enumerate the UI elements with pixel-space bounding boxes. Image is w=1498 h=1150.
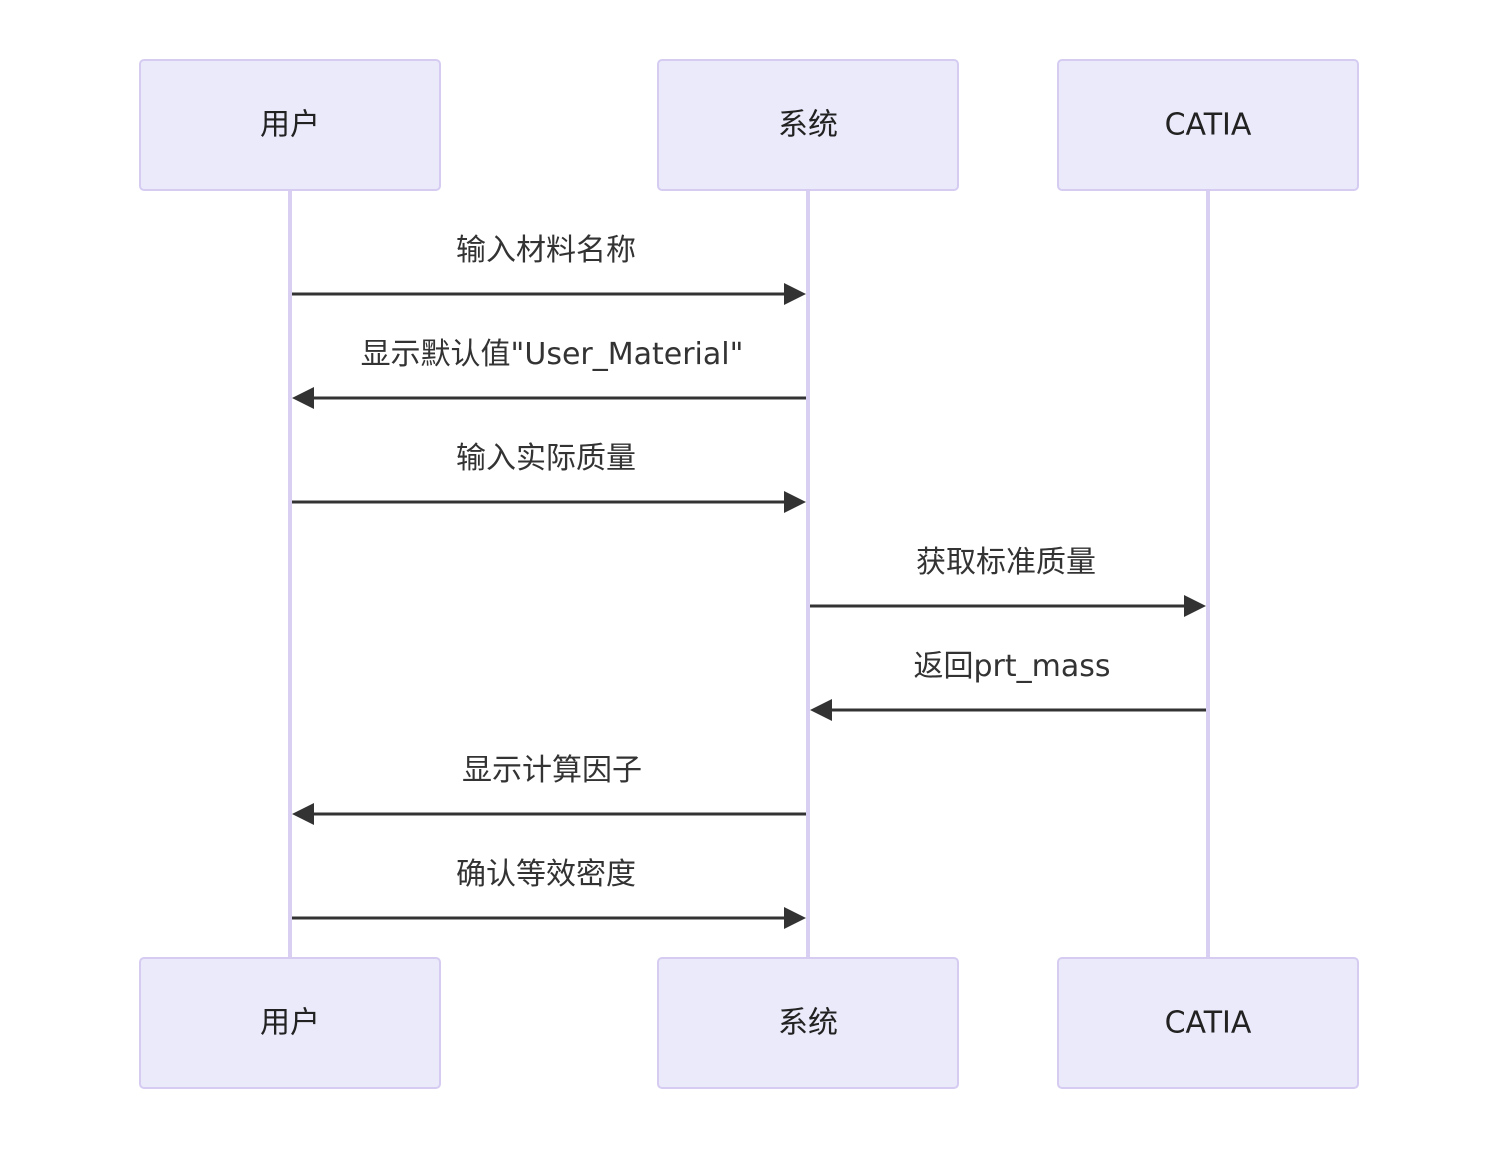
message-show-calc-factor: 显示计算因子 (292, 753, 806, 825)
participant-user-top: 用户 (139, 59, 441, 191)
message-return-prt-mass: 返回prt_mass (810, 649, 1206, 721)
message-label: 显示默认值"User_Material" (361, 337, 744, 372)
participant-system-bottom: 系统 (657, 957, 959, 1089)
participant-system-top-label: 系统 (778, 108, 838, 143)
arrowhead-right-icon (784, 907, 806, 929)
arrowhead-left-icon (810, 699, 832, 721)
participant-user-bottom-label: 用户 (260, 1006, 320, 1041)
participant-catia-bottom-label: CATIA (1165, 1006, 1252, 1041)
participant-catia-bottom: CATIA (1057, 957, 1359, 1089)
participant-user-bottom: 用户 (139, 957, 441, 1089)
participant-system-top: 系统 (657, 59, 959, 191)
message-input-material-name: 输入材料名称 (292, 233, 806, 305)
message-label: 显示计算因子 (462, 753, 642, 788)
participant-catia-top-label: CATIA (1165, 108, 1252, 143)
message-label: 确认等效密度 (456, 857, 636, 892)
arrowhead-right-icon (1184, 595, 1206, 617)
participant-system-bottom-label: 系统 (778, 1006, 838, 1041)
message-confirm-equivalent-density: 确认等效密度 (292, 857, 806, 929)
message-input-actual-mass: 输入实际质量 (292, 441, 806, 513)
arrowhead-right-icon (784, 491, 806, 513)
message-label: 输入材料名称 (456, 233, 636, 268)
message-show-default-value: 显示默认值"User_Material" (292, 337, 806, 409)
message-label: 输入实际质量 (456, 441, 636, 476)
message-get-standard-mass: 获取标准质量 (810, 545, 1206, 617)
message-label: 获取标准质量 (916, 545, 1096, 580)
participant-catia-top: CATIA (1057, 59, 1359, 191)
arrowhead-right-icon (784, 283, 806, 305)
participant-user-top-label: 用户 (260, 108, 320, 143)
arrowhead-left-icon (292, 387, 314, 409)
arrowhead-left-icon (292, 803, 314, 825)
message-label: 返回prt_mass (913, 649, 1110, 684)
